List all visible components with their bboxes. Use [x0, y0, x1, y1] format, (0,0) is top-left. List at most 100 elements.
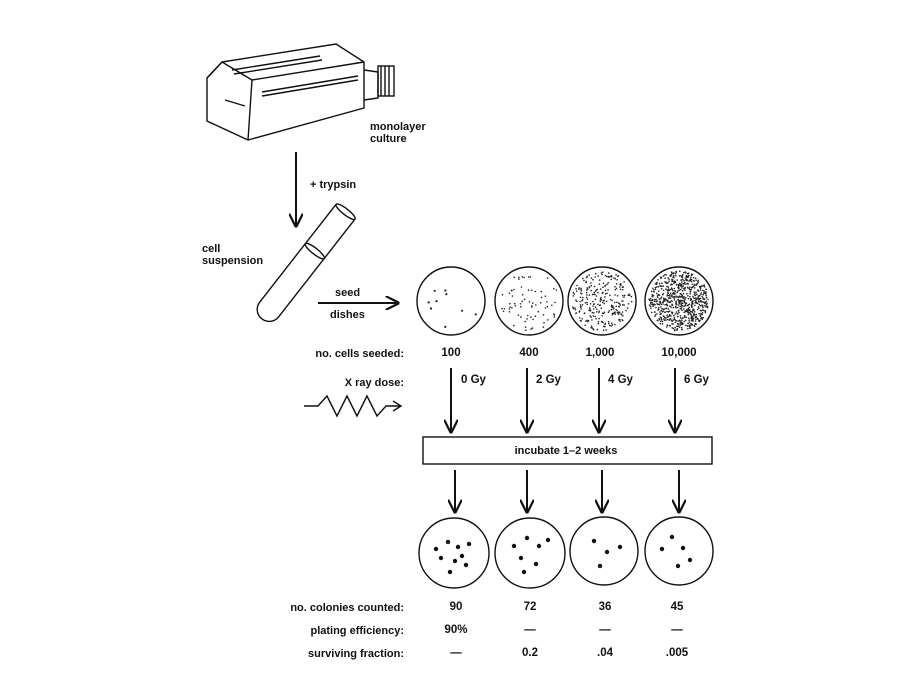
- cell-dot: [586, 301, 588, 304]
- cell-dot: [669, 310, 671, 313]
- cell-dot: [695, 279, 697, 282]
- cell-dot: [596, 288, 598, 291]
- cell-dot: [591, 319, 593, 321]
- cell-dot: [681, 306, 683, 309]
- cell-dot: [615, 305, 617, 308]
- cell-dot: [613, 311, 615, 314]
- cell-dot: [649, 297, 652, 300]
- cell-dot: [474, 313, 477, 316]
- dose-value-2: 2 Gy: [536, 374, 562, 386]
- cell-dot: [604, 289, 607, 292]
- cell-dot: [554, 301, 556, 304]
- cell-dot: [534, 315, 537, 318]
- cell-dot: [600, 272, 603, 274]
- cell-dot: [618, 311, 621, 314]
- cell-dot: [508, 292, 511, 295]
- cell-dot: [687, 283, 689, 285]
- cell-dot: [677, 283, 680, 286]
- cell-dot: [681, 274, 683, 277]
- cell-dot: [670, 306, 672, 308]
- cell-dot: [604, 296, 606, 298]
- cell-dot: [678, 282, 681, 285]
- seeded-dish-1: [416, 266, 486, 336]
- cell-dot: [657, 290, 660, 292]
- dose-value-4: 6 Gy: [684, 374, 710, 386]
- cell-dot: [588, 286, 591, 288]
- cell-dot: [662, 275, 665, 277]
- cell-dot: [697, 306, 700, 308]
- cell-dot: [670, 295, 672, 298]
- cell-dot: [689, 310, 692, 313]
- cell-dot: [681, 279, 683, 281]
- cell-dot: [656, 313, 658, 315]
- cell-dot: [679, 324, 681, 327]
- cell-dot: [654, 315, 656, 318]
- cell-dot: [705, 296, 708, 299]
- cell-dot: [586, 303, 589, 306]
- cell-dot: [683, 314, 686, 317]
- xray-wave-icon: [304, 394, 400, 418]
- cell-dot: [676, 325, 678, 328]
- cell-dot: [682, 285, 685, 287]
- plating-value-2: —: [524, 624, 536, 636]
- cell-dot: [701, 318, 703, 321]
- cell-dot: [703, 286, 706, 288]
- cell-dot: [677, 286, 679, 289]
- cell-dot: [664, 311, 666, 314]
- cell-dot: [623, 296, 625, 299]
- cell-dot: [682, 292, 685, 295]
- cell-dot: [677, 290, 679, 293]
- cell-dot: [678, 301, 681, 304]
- cell-dot: [669, 275, 671, 277]
- cell-dot: [704, 302, 706, 305]
- cell-dot: [668, 278, 670, 280]
- cell-dot: [694, 294, 696, 297]
- cell-dot: [597, 275, 599, 277]
- cell-dot: [588, 274, 590, 276]
- cell-dot: [528, 301, 531, 303]
- cell-dot: [688, 303, 691, 306]
- seeded-dish-2: [494, 266, 564, 336]
- plating-value-1: 90%: [444, 624, 467, 636]
- cell-dot: [696, 308, 699, 311]
- cell-dot: [671, 304, 674, 306]
- cell-dot: [605, 300, 608, 303]
- cell-dot: [666, 314, 668, 317]
- cell-dot: [607, 282, 610, 284]
- cell-dot: [608, 322, 610, 325]
- cell-dot: [678, 309, 680, 312]
- cell-dot: [687, 307, 690, 310]
- cell-dot: [695, 283, 698, 286]
- cell-dot: [691, 318, 694, 320]
- cell-dot: [585, 320, 587, 323]
- cell-dot: [510, 289, 513, 292]
- cell-dot: [675, 270, 677, 273]
- cell-dot: [606, 292, 608, 295]
- colonies-value-1: 90: [450, 601, 463, 613]
- cell-dot: [661, 288, 663, 290]
- cell-dot: [619, 288, 622, 291]
- cell-dot: [659, 276, 662, 279]
- cell-dot: [692, 309, 694, 312]
- cell-dot: [675, 275, 677, 277]
- cell-dot: [669, 301, 672, 304]
- cell-dot: [619, 320, 621, 323]
- cell-dot: [649, 305, 652, 308]
- cell-dot: [696, 302, 699, 305]
- cell-dot: [590, 316, 592, 318]
- cell-dot: [696, 293, 698, 296]
- cell-dot: [673, 287, 676, 290]
- cell-dot: [694, 320, 697, 322]
- cell-dot: [610, 278, 613, 281]
- cell-dot: [692, 295, 694, 298]
- cell-dot: [654, 311, 656, 313]
- cell-dot: [671, 327, 674, 329]
- cell-dot: [580, 305, 582, 308]
- cell-dot: [688, 287, 690, 290]
- cell-dot: [674, 272, 677, 275]
- cell-dot: [555, 289, 558, 291]
- cell-dot: [693, 315, 695, 317]
- plating-value-4: —: [671, 624, 683, 636]
- cell-dot: [608, 276, 610, 278]
- cell-dot: [607, 272, 610, 274]
